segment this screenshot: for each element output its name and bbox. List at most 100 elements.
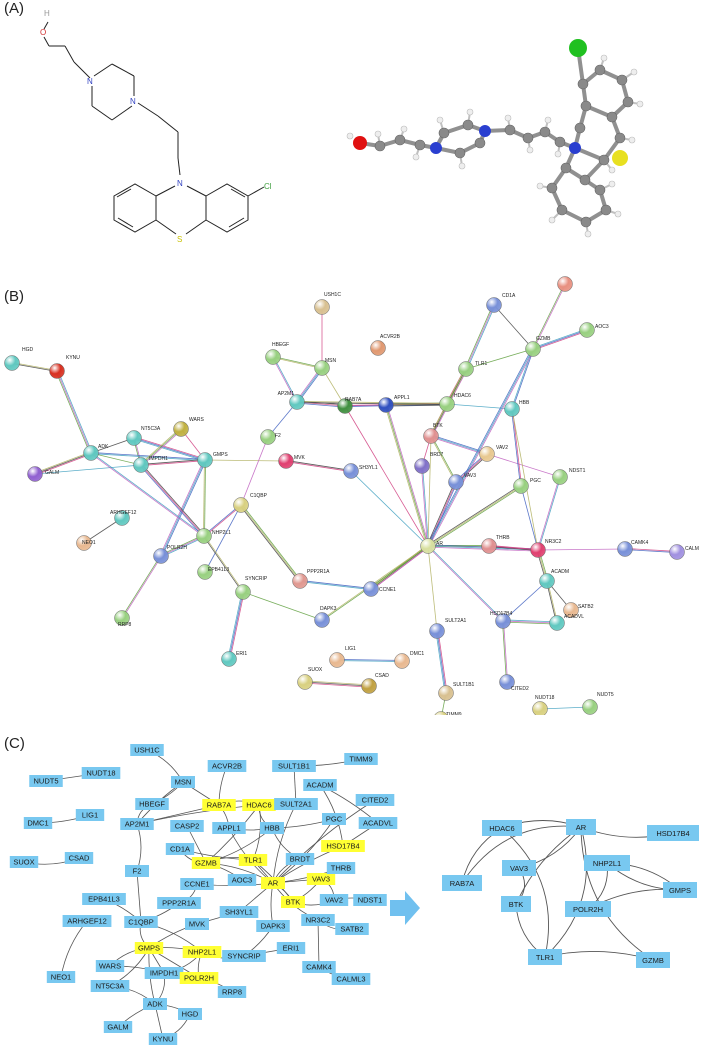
node-dapk3[interactable]: DAPK3 [256,920,290,932]
node-hgd[interactable]: HGD [178,1008,202,1020]
hub-nhp2l1[interactable]: NHP2L1 [584,855,630,871]
node-polr2h[interactable]: POLR2H [179,972,219,984]
hub-gzmb[interactable]: GZMB [636,952,670,968]
node-lig1[interactable]: LIG1 [75,809,105,821]
node-adk[interactable]: ADK [143,998,167,1010]
node-aoc3[interactable]: AOC3 [227,874,257,886]
node-nudt18[interactable]: NUDT18 [81,767,121,779]
node-rrp8[interactable]: RRP8 [217,986,247,998]
node-msn[interactable]: MSN [171,776,195,788]
node-neo1[interactable]: NEO1 [46,971,76,983]
node-wars[interactable] [173,421,189,437]
node-gzmb[interactable]: GZMB [191,857,221,869]
node-hbegf[interactable] [265,349,281,365]
hub-ar[interactable]: AR [566,819,596,835]
node-satb2[interactable] [563,602,579,618]
node-pgc[interactable]: PGC [322,813,346,825]
node-dapk3[interactable] [314,612,330,628]
node-hbb[interactable] [504,401,520,417]
node-lig1[interactable] [329,652,345,668]
node-gmps[interactable]: GMPS [134,942,164,954]
node-cd1a[interactable] [486,297,502,313]
node-eri1[interactable]: ERI1 [276,942,306,954]
node-dmc1[interactable] [394,653,410,669]
node-acadm[interactable]: ACADM [303,779,337,791]
node-ush1c[interactable] [314,299,330,315]
node-thrb[interactable]: THRB [326,862,356,874]
node-rrp8[interactable] [114,610,130,626]
node-arhgef12[interactable]: ARHGEF12 [62,915,112,927]
node-csad[interactable] [361,678,377,694]
node-acvr2b[interactable]: ACVR2B [207,760,247,772]
node-vav2[interactable]: VAV2 [319,894,349,906]
node-acvr2b[interactable] [370,340,386,356]
node-polr2h[interactable] [153,548,169,564]
node-f2[interactable] [260,429,276,445]
node-casp2[interactable] [557,276,573,292]
node-sh3yl1[interactable]: SH3YL1 [219,906,259,918]
node-sult1b1[interactable] [438,685,454,701]
node-btk[interactable] [423,428,439,444]
hub-vav3[interactable]: VAV3 [502,860,536,876]
node-wars[interactable]: WARS [95,960,125,972]
node-gmps[interactable] [197,452,213,468]
node-appl1[interactable]: APPL1 [212,822,246,834]
node-nudt18[interactable] [532,701,548,716]
node-acadvl[interactable]: ACADVL [358,817,398,829]
hub-hdac6[interactable]: HDAC6 [482,820,522,836]
node-vav3[interactable] [448,474,464,490]
node-timm9[interactable] [434,711,449,716]
node-calml3[interactable]: CALML3 [331,973,371,985]
node-nt5c3a[interactable]: NT5C3A [90,980,130,992]
node-ccne1[interactable]: CCNE1 [180,878,214,890]
node-aoc3[interactable] [579,322,595,338]
node-camk4[interactable] [617,541,633,557]
node-ndst1[interactable] [552,469,568,485]
node-vav2[interactable] [479,446,495,462]
node-cited2[interactable]: CITED2 [355,794,395,806]
hub-polr2h[interactable]: POLR2H [565,901,611,917]
node-kynu[interactable] [49,363,65,379]
node-ppp2r1a[interactable]: PPP2R1A [157,897,201,909]
node-hgd[interactable] [4,355,20,371]
node-sult2a1[interactable]: SULT2A1 [274,798,318,810]
node-nhp2l1[interactable] [196,528,212,544]
node-ar[interactable]: AR [261,877,285,889]
node-nt5c3a[interactable] [126,430,142,446]
node-csad[interactable]: CSAD [64,852,94,864]
node-hbb[interactable]: HBB [260,822,284,834]
node-ndst1[interactable]: NDST1 [353,894,387,906]
node-casp2[interactable]: CASP2 [170,820,204,832]
node-mvk[interactable]: MVK [185,918,209,930]
node-epb41l3[interactable] [197,564,213,580]
node-eri1[interactable] [221,651,237,667]
hub-hsd17b4[interactable]: HSD17B4 [647,825,699,841]
node-brd7[interactable] [414,458,430,474]
node-arhgef12[interactable] [114,510,130,526]
node-ppp2r1a[interactable] [292,573,308,589]
node-timm9[interactable]: TIMM9 [344,753,378,765]
node-syncrip[interactable]: SYNCRIP [222,950,266,962]
node-adk[interactable] [83,445,99,461]
node-msn[interactable] [314,360,330,376]
hub-gmps[interactable]: GMPS [663,882,697,898]
node-ap2m1[interactable]: AP2M1 [120,818,154,830]
node-hdac6[interactable]: HDAC6 [242,799,276,811]
node-brdt[interactable]: BRDT [285,853,315,865]
hub-rab7a[interactable]: RAB7A [442,875,482,891]
node-ush1c[interactable]: USH1C [130,744,164,756]
node-impdh1[interactable] [133,457,149,473]
node-ccne1[interactable] [363,581,379,597]
node-epb41l3[interactable]: EPB41L3 [82,893,126,905]
node-satb2[interactable]: SATB2 [335,923,369,935]
node-cited2[interactable] [499,674,515,690]
node-ar[interactable] [420,538,436,554]
node-dmc1[interactable]: DMC1 [23,817,53,829]
node-cd1a[interactable]: CD1A [165,843,195,855]
node-thrb[interactable] [481,538,497,554]
node-suox[interactable] [297,674,313,690]
node-nr3c2[interactable]: NR3C2 [301,914,335,926]
node-ap2m1[interactable] [289,394,305,410]
node-nhp2l1[interactable]: NHP2L1 [182,946,222,958]
node-pgc[interactable] [513,478,529,494]
